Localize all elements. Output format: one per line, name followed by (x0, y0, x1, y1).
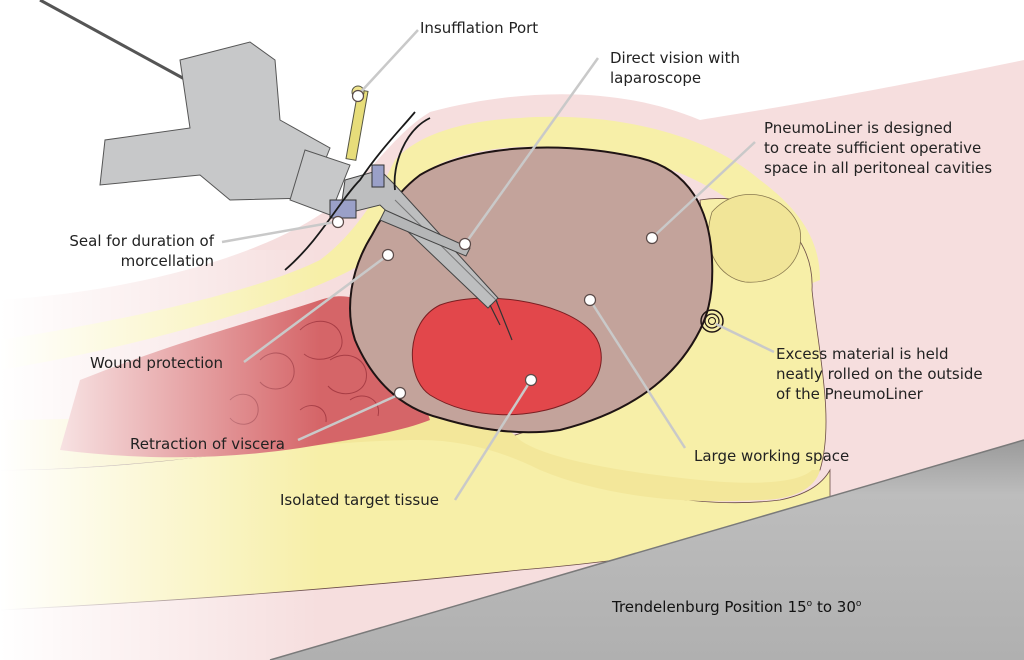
leader-lines (221, 29, 775, 501)
label-pneumoliner-line1: PneumoLiner is designed (764, 119, 953, 137)
caption-sup1: o (806, 599, 813, 609)
label-excess-line3: of the PneumoLiner (776, 385, 923, 403)
label-pneumoliner-line2: to create sufficient operative (764, 139, 982, 157)
leader-dots (331, 89, 659, 400)
label-excess-line1: Excess material is held (776, 345, 949, 363)
laparoscope (39, 0, 351, 216)
label-pneumoliner-designed: PneumoLiner is designed to create suffic… (764, 118, 992, 178)
label-pneumoliner-line3: space in all peritoneal cavities (764, 159, 993, 177)
label-seal: Seal for duration of morcellation (32, 231, 214, 271)
label-direct-vision-line2: laparoscope (610, 69, 702, 87)
label-direct-vision: Direct vision with laparoscope (610, 48, 740, 88)
label-wound-protection: Wound protection (90, 354, 224, 372)
left-fade (0, 250, 320, 660)
label-retraction: Retraction of viscera (130, 435, 285, 453)
caption-trendelenburg: Trendelenburg Position 15o to 30o (612, 598, 861, 616)
label-insufflation-port: Insufflation Port (420, 19, 539, 37)
label-excess-material: Excess material is held neatly rolled on… (776, 344, 983, 404)
label-direct-vision-line1: Direct vision with (610, 49, 740, 67)
label-excess-line2: neatly rolled on the outside (776, 365, 983, 383)
label-isolated-tissue: Isolated target tissue (280, 491, 439, 509)
sleeve-outline (284, 111, 431, 271)
label-seal-line1: Seal for duration of (69, 232, 214, 250)
label-seal-line2: morcellation (120, 252, 214, 270)
target-tissue (411, 297, 602, 416)
caption-text: Trendelenburg Position 15 (612, 598, 807, 616)
label-large-working-space: Large working space (694, 447, 850, 465)
caption-sup2: o (855, 599, 862, 609)
rolled-material (700, 309, 724, 333)
organ-upper (708, 194, 802, 283)
caption-mid: to 30 (812, 598, 856, 616)
